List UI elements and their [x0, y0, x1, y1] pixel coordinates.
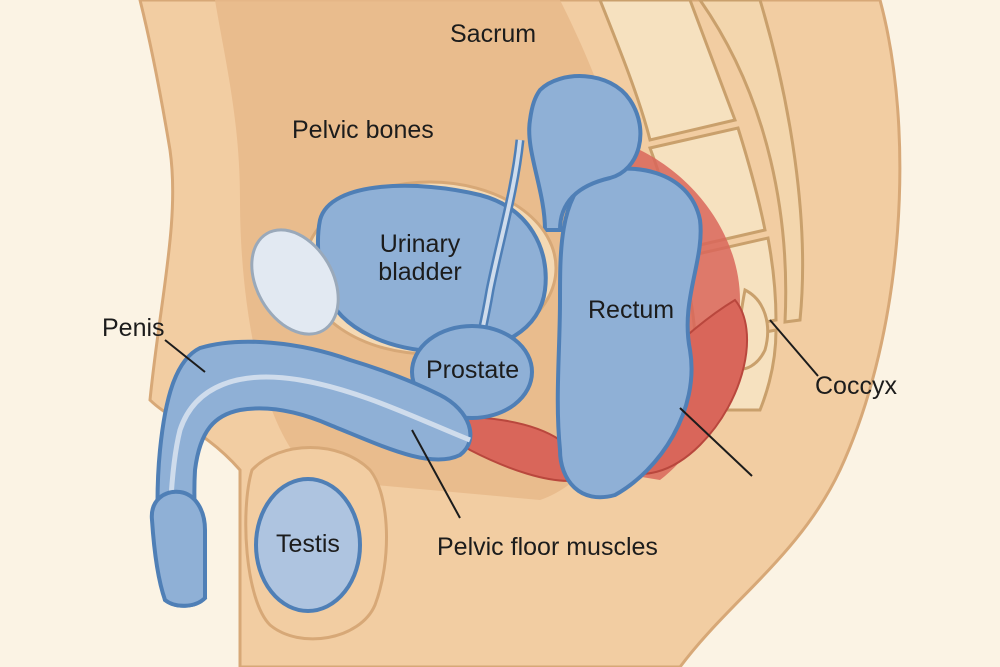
penis-label: Penis: [102, 314, 165, 342]
urinary-bladder-label: Urinary bladder: [360, 230, 480, 286]
prostate-label: Prostate: [426, 356, 520, 384]
sacrum-label: Sacrum: [450, 20, 537, 48]
sigmoid-colon: [527, 74, 643, 232]
coccyx-label: Coccyx: [815, 372, 897, 400]
rectum-organ: [555, 166, 703, 500]
pelvic-bones-label: Pelvic bones: [292, 116, 434, 144]
urinary-bladder-label-line2: bladder: [378, 258, 462, 286]
rectum-label: Rectum: [588, 296, 675, 324]
glans: [149, 489, 207, 608]
coccyx-leader-line: [769, 319, 819, 377]
testis-label: Testis: [276, 530, 340, 558]
pelvic-floor-leader-line-left: [411, 429, 461, 519]
testis-organ: [254, 477, 362, 613]
penis-leader-line: [164, 339, 206, 373]
pelvic-floor-muscles-label: Pelvic floor muscles: [437, 533, 658, 561]
pelvic-floor-leader-line-right: [679, 407, 753, 477]
leader-lines: [164, 319, 819, 519]
pubic-bone: [250, 228, 340, 336]
urinary-bladder-label-line1: Urinary: [379, 230, 461, 258]
